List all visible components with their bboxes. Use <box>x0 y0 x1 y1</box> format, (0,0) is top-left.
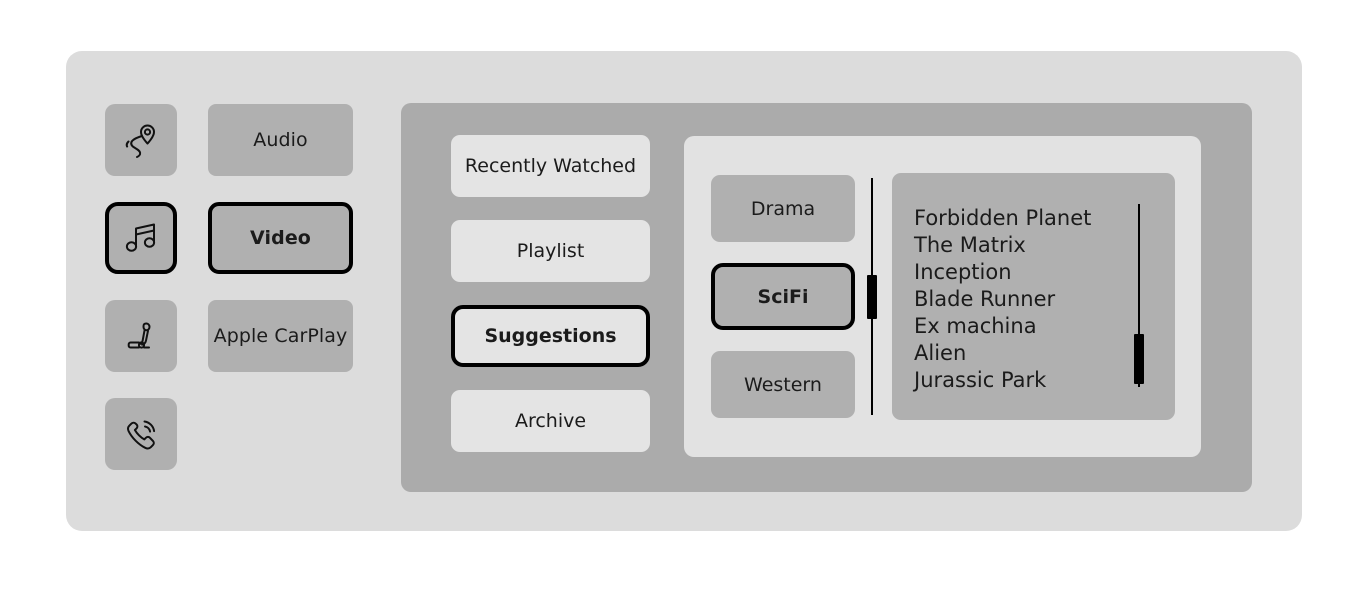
movie-list: Forbidden Planet The Matrix Inception Bl… <box>914 205 1129 394</box>
list-item[interactable]: Alien <box>914 341 967 365</box>
menu-item-playlist-label: Playlist <box>516 240 585 262</box>
sidebar-category-video-label: Video <box>250 227 311 249</box>
genre-item-drama-label: Drama <box>750 197 816 220</box>
movie-list-scrollbar[interactable] <box>1134 204 1144 387</box>
menu-item-playlist[interactable]: Playlist <box>451 220 650 282</box>
sidebar-row-3 <box>105 398 355 470</box>
sidebar-category-apple-carplay-label: Apple CarPlay <box>213 325 348 347</box>
sidebar-rail: Audio Video <box>105 104 355 480</box>
navigation-route-pin-icon-button[interactable] <box>105 104 177 176</box>
navigation-route-pin-icon <box>119 118 163 162</box>
music-note-icon-button[interactable] <box>105 202 177 274</box>
menu-item-suggestions-label: Suggestions <box>484 325 617 347</box>
genre-item-scifi-label: SciFi <box>757 285 809 308</box>
list-item[interactable]: Blade Runner <box>914 287 1056 311</box>
phone-call-icon <box>119 412 163 456</box>
sidebar-category-audio-label: Audio <box>253 129 308 151</box>
car-seat-icon <box>119 314 163 358</box>
sidebar-category-audio[interactable]: Audio <box>208 104 353 176</box>
menu-item-recently-watched-label: Recently Watched <box>464 155 637 177</box>
list-item[interactable]: The Matrix <box>914 233 1026 257</box>
movie-list-scrollbar-thumb[interactable] <box>1134 334 1144 384</box>
menu-item-archive[interactable]: Archive <box>451 390 650 452</box>
sidebar-row-2: Apple CarPlay <box>105 300 355 372</box>
movie-list-scrollbar-track[interactable] <box>1138 204 1140 387</box>
menu-item-suggestions[interactable]: Suggestions <box>451 305 650 367</box>
genre-column: Drama SciFi Western <box>711 175 855 418</box>
car-seat-icon-button[interactable] <box>105 300 177 372</box>
phone-call-icon-button[interactable] <box>105 398 177 470</box>
list-item[interactable]: Ex machina <box>914 314 1037 338</box>
genre-item-western[interactable]: Western <box>711 351 855 418</box>
list-item[interactable]: Inception <box>914 260 1012 284</box>
menu-column: Recently Watched Playlist Suggestions Ar… <box>451 135 650 452</box>
main-content-panel: Recently Watched Playlist Suggestions Ar… <box>401 103 1252 492</box>
content-inner-panel: Drama SciFi Western <box>684 136 1201 457</box>
genre-item-western-label: Western <box>744 373 822 396</box>
sidebar-row-1: Video <box>105 202 355 274</box>
device-shell: Audio Video <box>66 51 1302 531</box>
list-item[interactable]: Jurassic Park <box>914 368 1047 392</box>
genre-item-drama[interactable]: Drama <box>711 175 855 242</box>
movie-list-panel: Forbidden Planet The Matrix Inception Bl… <box>892 173 1175 420</box>
genre-item-scifi[interactable]: SciFi <box>711 263 855 330</box>
sidebar-category-video[interactable]: Video <box>208 202 353 274</box>
list-item[interactable]: Forbidden Planet <box>914 206 1092 230</box>
music-note-icon <box>120 217 162 259</box>
menu-item-recently-watched[interactable]: Recently Watched <box>451 135 650 197</box>
genre-scrollbar[interactable] <box>867 178 877 415</box>
sidebar-category-apple-carplay[interactable]: Apple CarPlay <box>208 300 353 372</box>
genre-scrollbar-thumb[interactable] <box>867 275 877 319</box>
menu-item-archive-label: Archive <box>514 410 587 432</box>
sidebar-row-0: Audio <box>105 104 355 176</box>
